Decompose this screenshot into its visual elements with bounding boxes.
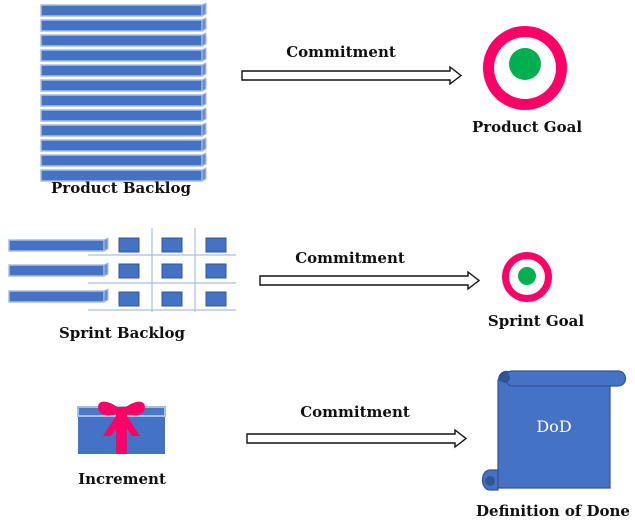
- backlog-bar: [40, 139, 203, 152]
- backlog-bar-side: [201, 152, 207, 167]
- backlog-bar-side: [201, 32, 207, 47]
- sprint-backlog-bar: [8, 264, 105, 277]
- backlog-bar-side: [201, 77, 207, 92]
- sprint-board-cell: [161, 237, 183, 253]
- backlog-bar: [40, 64, 203, 77]
- sprint-board-cell: [161, 263, 183, 279]
- arrow-right-icon: [241, 65, 463, 86]
- sprint-board-cell: [118, 291, 140, 307]
- sprint-board-grid: [88, 228, 236, 312]
- increment-label: Increment: [78, 470, 166, 488]
- sprint-board-cell: [205, 237, 227, 253]
- sprint-backlog-icon: [8, 228, 236, 312]
- backlog-bar: [40, 154, 203, 167]
- sprint-backlog-bar-side: [103, 237, 109, 252]
- commitment-label-1: Commitment: [286, 43, 396, 61]
- backlog-bar: [40, 124, 203, 137]
- product-goal-label: Product Goal: [471, 118, 583, 136]
- product-backlog-label: Product Backlog: [51, 179, 191, 197]
- backlog-bar: [40, 49, 203, 62]
- sprint-board-cell: [205, 291, 227, 307]
- arrow-right-icon: [246, 428, 468, 449]
- backlog-bar-side: [201, 137, 207, 152]
- sprint-board-cell: [118, 237, 140, 253]
- commitment-label-3: Commitment: [300, 403, 410, 421]
- sprint-backlog-bar: [8, 290, 105, 303]
- sprint-board-cell: [118, 263, 140, 279]
- definition-of-done-label: Definition of Done: [476, 502, 630, 520]
- sprint-backlog-bar: [8, 239, 105, 252]
- sprint-board-cell: [161, 291, 183, 307]
- backlog-bar-side: [201, 2, 207, 17]
- product-backlog-icon: [40, 2, 207, 182]
- backlog-bar-side: [201, 122, 207, 137]
- dod-scroll-text: DoD: [536, 417, 572, 436]
- backlog-bar: [40, 79, 203, 92]
- sprint-goal-target-icon: [502, 252, 552, 302]
- backlog-bar-side: [201, 167, 207, 182]
- backlog-bar-side: [201, 47, 207, 62]
- sprint-backlog-label: Sprint Backlog: [58, 324, 186, 342]
- sprint-board-cell: [205, 263, 227, 279]
- dod-scroll-icon: [481, 370, 627, 491]
- sprint-backlog-bars: [8, 237, 109, 303]
- backlog-bar: [40, 4, 203, 17]
- backlog-bar-side: [201, 107, 207, 122]
- sprint-goal-label: Sprint Goal: [487, 312, 585, 330]
- product-goal-target-icon: [483, 26, 567, 110]
- backlog-bar: [40, 109, 203, 122]
- backlog-bar-side: [201, 17, 207, 32]
- sprint-board-cells: [118, 237, 227, 307]
- sprint-backlog-bar-side: [103, 288, 109, 303]
- backlog-bar: [40, 34, 203, 47]
- gift-box-icon: [77, 401, 166, 454]
- backlog-bar: [40, 19, 203, 32]
- backlog-bar-side: [201, 92, 207, 107]
- backlog-bar: [40, 94, 203, 107]
- commitment-label-2: Commitment: [295, 249, 405, 267]
- backlog-bar-side: [201, 62, 207, 77]
- sprint-backlog-bar-side: [103, 262, 109, 277]
- arrow-right-icon: [259, 270, 481, 291]
